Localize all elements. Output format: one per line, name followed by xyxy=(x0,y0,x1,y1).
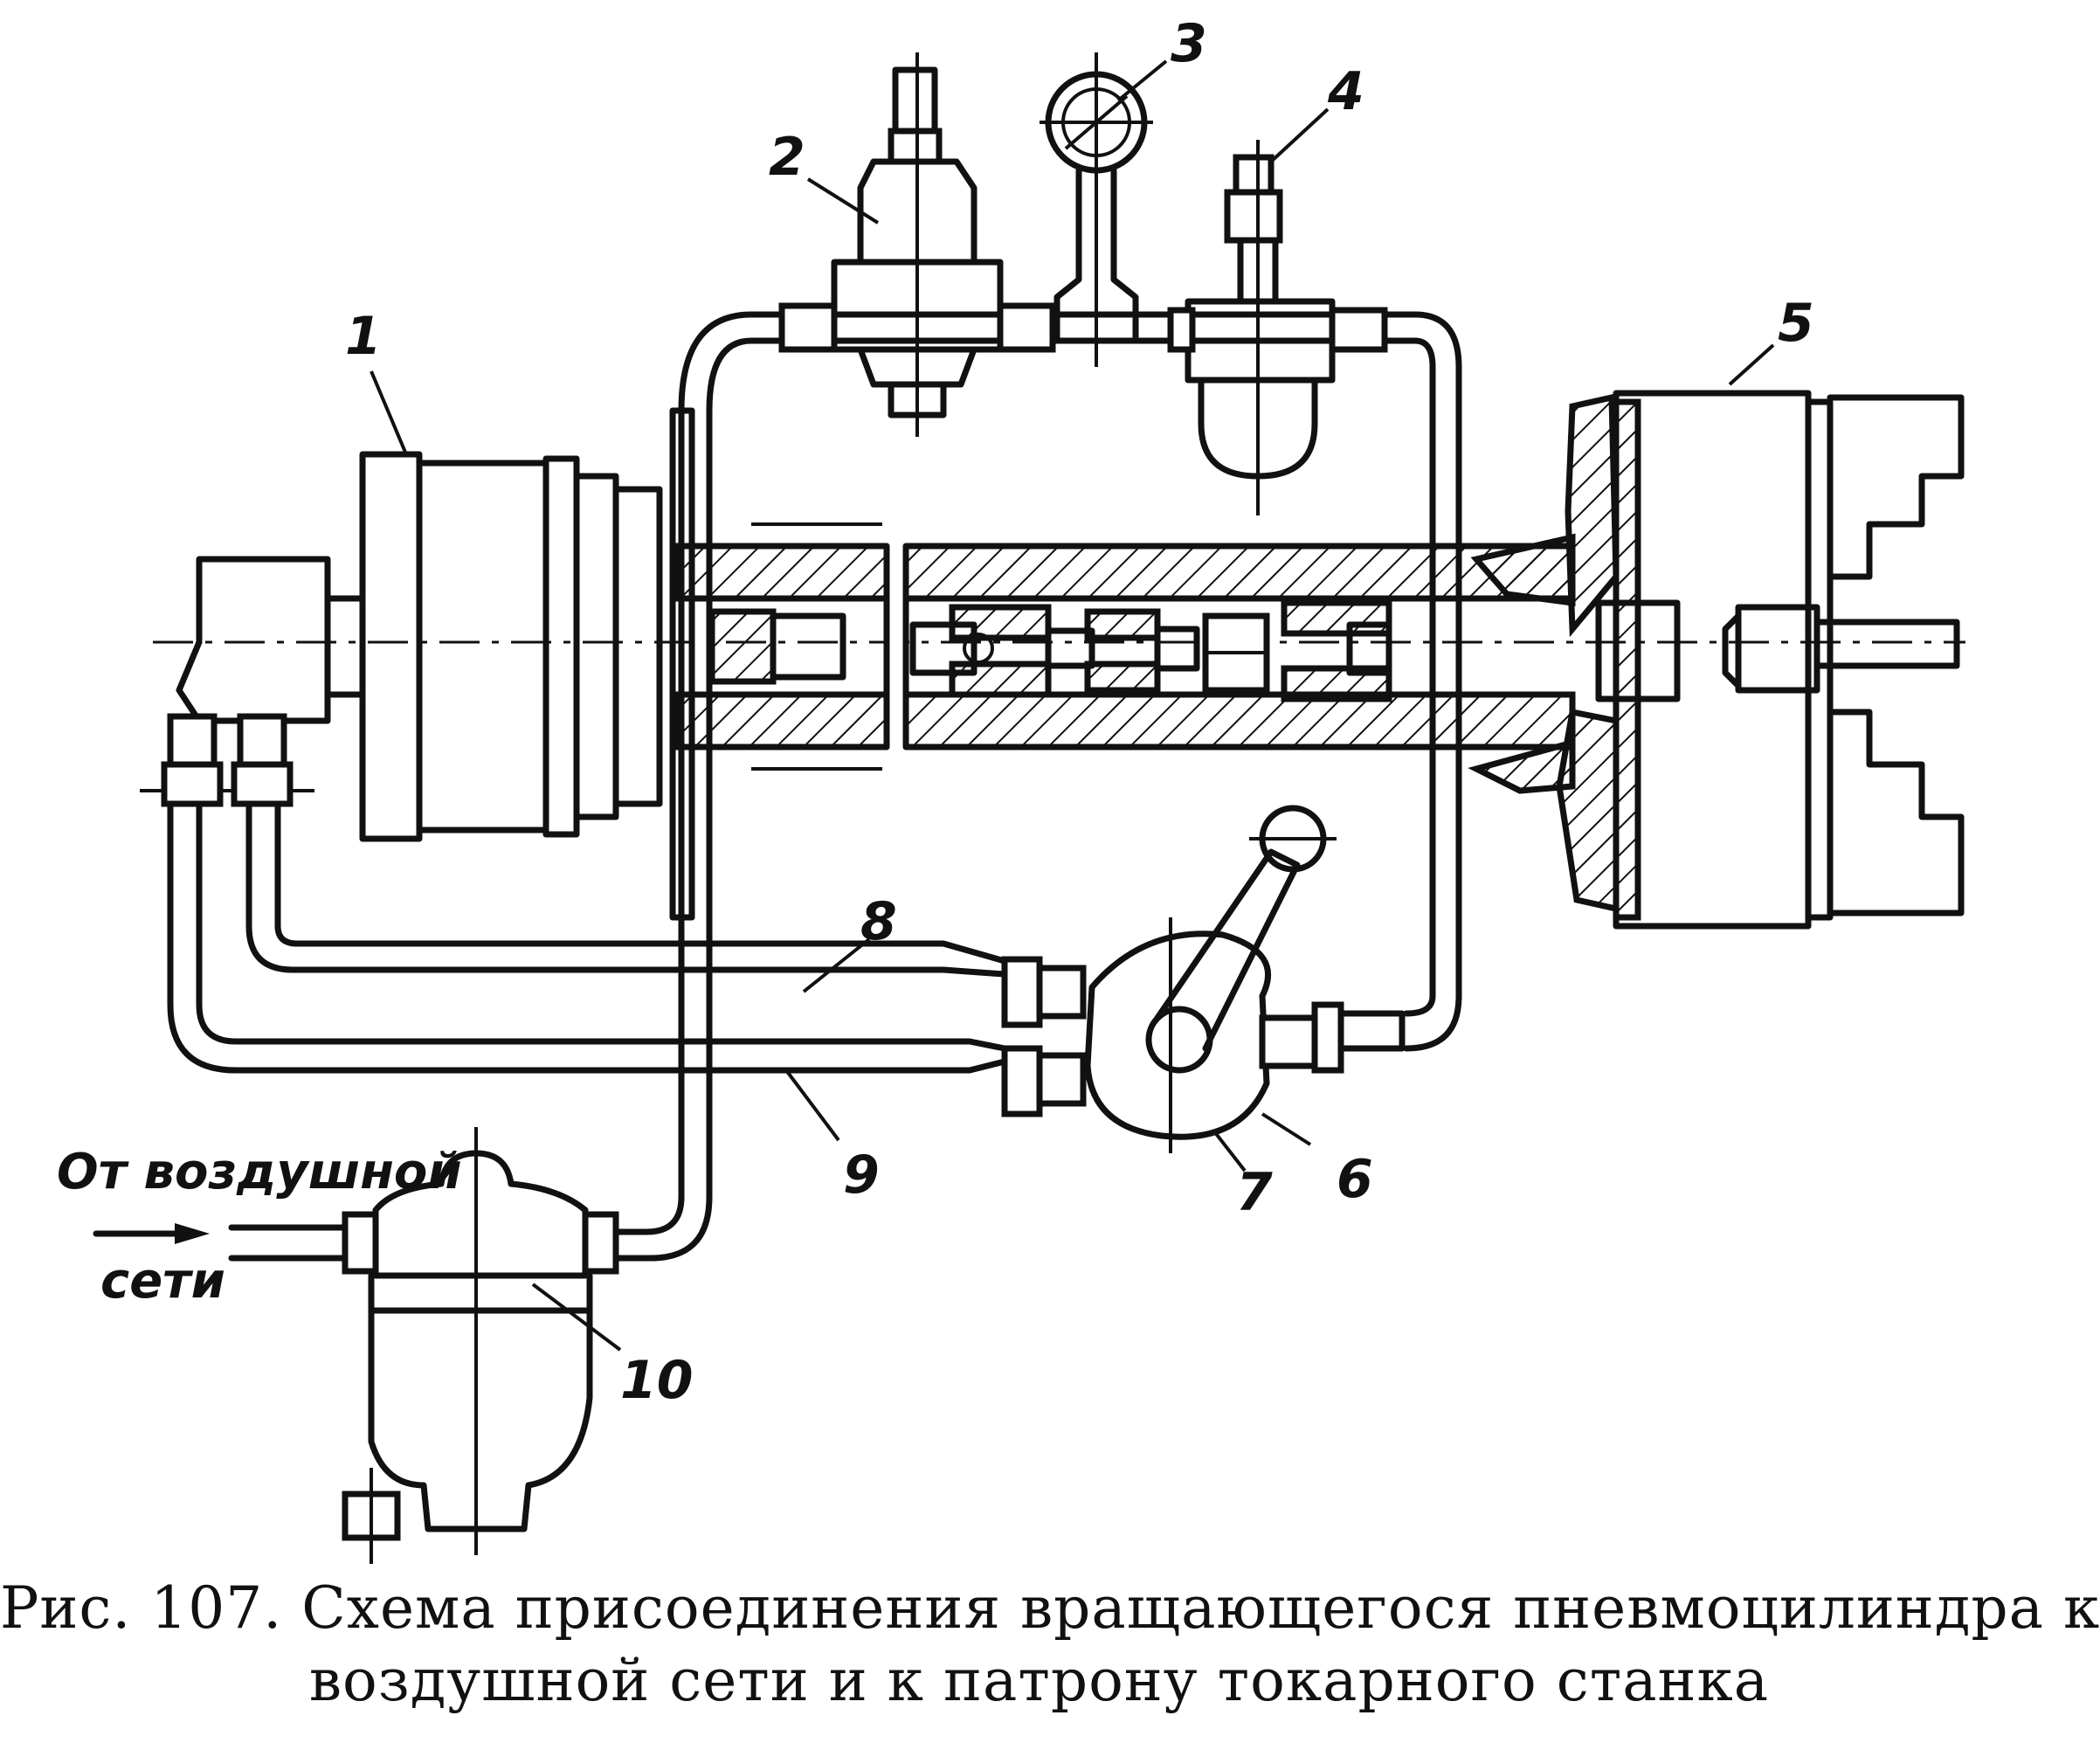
callout-7: 7 xyxy=(1236,1162,1273,1223)
callout-4: 4 xyxy=(1327,61,1364,122)
rotary-air-distributor xyxy=(140,556,366,807)
pressure-regulator xyxy=(778,52,1056,437)
callout-labels: 1 2 3 4 5 6 7 8 9 10 От воздушной сети xyxy=(57,13,1814,1411)
inlet-arrow xyxy=(93,1223,210,1244)
pressure-gauge xyxy=(1040,52,1153,367)
callout-1: 1 xyxy=(345,306,382,367)
callout-2: 2 xyxy=(769,127,805,188)
callout-8: 8 xyxy=(860,891,897,952)
caption-line-2: воздушной сети и к патрону токарного ста… xyxy=(308,1646,1770,1714)
pneumatic-cylinder xyxy=(359,451,663,842)
supply-pipework xyxy=(604,311,1462,1262)
figure-caption: Рис. 107. Схема присоединения вращающего… xyxy=(0,1573,2100,1717)
callout-9: 9 xyxy=(843,1145,880,1206)
leader-lines xyxy=(370,59,1775,1352)
inlet-label-line2: сети xyxy=(100,1253,225,1310)
inlet-label-line1: От воздушной xyxy=(57,1144,462,1200)
control-valve xyxy=(1084,805,1344,1153)
callout-10: 10 xyxy=(620,1350,694,1411)
spindle-housing xyxy=(674,522,1576,771)
callout-3: 3 xyxy=(1171,13,1207,74)
oil-lubricator xyxy=(1167,140,1388,515)
control-lines xyxy=(167,800,1087,1117)
caption-line-1: Рис. 107. Схема присоединения вращающего… xyxy=(0,1574,2100,1642)
lathe-chuck xyxy=(1468,390,1965,930)
callout-5: 5 xyxy=(1778,293,1814,354)
pneumatic-connection-diagram: 1 2 3 4 5 6 7 8 9 10 От воздушной сети xyxy=(57,13,1965,1564)
callout-6: 6 xyxy=(1337,1149,1373,1210)
air-filter xyxy=(228,1127,619,1564)
